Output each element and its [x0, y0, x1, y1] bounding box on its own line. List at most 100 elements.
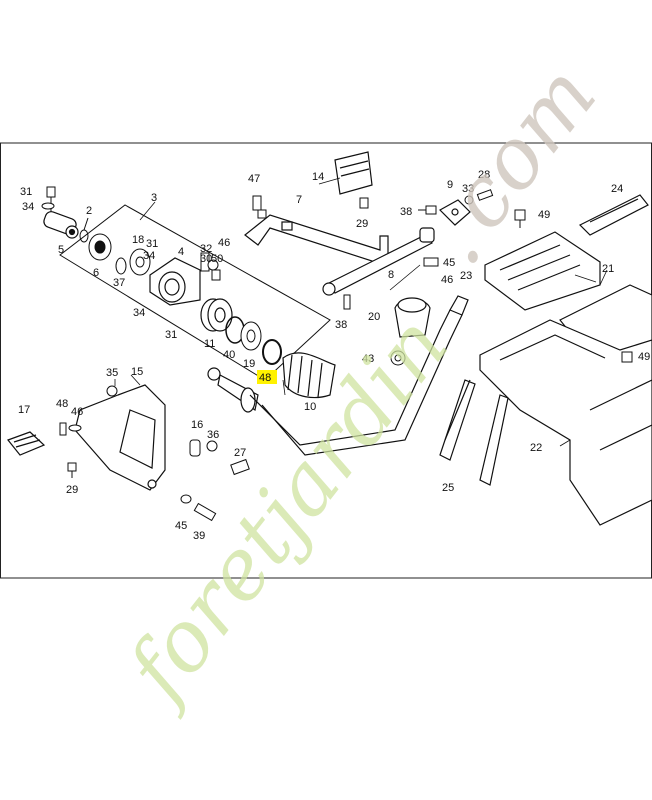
part-49-bolt-top [514, 209, 526, 228]
part-10-boot [282, 352, 336, 399]
callout-28: 28 [478, 169, 490, 181]
callout-35: 35 [106, 367, 118, 379]
callout-11: 11 [204, 338, 215, 350]
callout-46: 46 [71, 406, 83, 418]
part-50-screw [211, 269, 221, 281]
part-38-bolt-top [418, 205, 437, 215]
callout-31: 31 [165, 329, 177, 341]
callout-40: 40 [223, 349, 235, 361]
part-20-knob [394, 297, 431, 338]
part-14-plate [334, 151, 373, 195]
callout-29: 29 [356, 218, 368, 230]
callout-23: 23 [460, 270, 472, 282]
callout-16: 16 [191, 419, 203, 431]
callout-43: 43 [362, 353, 374, 365]
part-steering-shaft [207, 367, 259, 413]
callout-37: 37 [113, 277, 125, 289]
callout-10: 10 [304, 401, 316, 413]
part-25-strip [439, 379, 509, 486]
callout-6: 6 [93, 267, 99, 279]
callout-45: 45 [443, 257, 455, 269]
part-22-body [479, 319, 652, 526]
part-29-screw [359, 197, 369, 209]
callout-50: 50 [211, 253, 223, 265]
leader-lines [114, 177, 608, 447]
callout-14: 14 [312, 171, 324, 183]
part-48-circlip [262, 339, 282, 365]
part-24-grip [578, 194, 649, 236]
callout-21: 21 [602, 263, 614, 275]
callout-labels: 31 34 5 2 3 18 31 34 4 32 30 50 6 37 46 … [18, 169, 650, 542]
part-17-pedal [7, 431, 46, 456]
callout-8: 8 [388, 269, 394, 281]
part-15-bracket [74, 384, 166, 491]
callout-19: 19 [243, 358, 255, 370]
callout-20: 20 [368, 311, 380, 323]
steering-bar [249, 295, 469, 456]
callout-27: 27 [234, 447, 246, 459]
callout-5: 5 [58, 244, 64, 256]
callout-46: 46 [441, 274, 453, 286]
part-39-bolt [193, 502, 217, 522]
callout-49: 49 [638, 351, 650, 363]
callout-4: 4 [178, 246, 184, 258]
callout-31: 31 [20, 186, 32, 198]
callout-31: 31 [146, 238, 158, 250]
pinion-assembly-box [59, 204, 331, 381]
callout-9: 9 [447, 179, 453, 191]
part-45-clip [423, 257, 439, 267]
part-45-washer-bottom [180, 494, 192, 504]
callout-34: 34 [143, 250, 155, 262]
callout-30: 30 [200, 253, 212, 265]
part-46-washer [68, 424, 82, 432]
part-2-pin [79, 217, 89, 243]
callout-24: 24 [611, 183, 623, 195]
part-33-nut [464, 195, 474, 205]
highlight-48 [257, 370, 277, 384]
part-34-washer [41, 202, 55, 210]
callout-34: 34 [133, 307, 145, 319]
callout-33: 33 [462, 183, 474, 195]
callout-29: 29 [66, 484, 78, 496]
callout-17: 17 [18, 404, 30, 416]
callout-46: 46 [218, 237, 230, 249]
callout-49: 49 [538, 209, 550, 221]
part-49-bolt-right [621, 351, 633, 363]
part-37-collar [115, 257, 127, 275]
callout-7: 7 [296, 194, 302, 206]
part-7-bracket [244, 214, 389, 263]
callout-36: 36 [207, 429, 219, 441]
callout-2: 2 [86, 205, 92, 217]
callout-3: 3 [151, 192, 157, 204]
part-11-spline-gear [200, 298, 233, 332]
part-47-bolt [252, 195, 267, 219]
callout-22: 22 [530, 442, 542, 454]
part-43-nut [390, 350, 406, 366]
part-29-bolt-bottom [67, 462, 77, 478]
part-18-gear [129, 248, 151, 276]
part-9-bracket [439, 199, 471, 226]
callout-38: 38 [400, 206, 412, 218]
part-35-nut [106, 385, 118, 397]
part-6-bearing [88, 233, 112, 261]
part-38-pin [343, 294, 351, 310]
callout-48-highlighted: 48 [259, 372, 271, 384]
part-19-bearing [240, 321, 262, 351]
callout-15: 15 [131, 366, 143, 378]
callout-25: 25 [442, 482, 454, 494]
part-27-bolt [230, 458, 250, 476]
callout-18: 18 [132, 234, 144, 246]
part-16-collar [189, 439, 201, 457]
callout-32: 32 [200, 243, 212, 255]
part-4-gearbox-housing [149, 257, 201, 306]
callout-39: 39 [193, 530, 205, 542]
part-8-rod [322, 227, 435, 296]
callout-34: 34 [22, 201, 34, 213]
callout-47: 47 [248, 173, 260, 185]
part-36-washer [206, 440, 218, 452]
part-48-bolt [59, 422, 67, 436]
part-5-housing [43, 211, 79, 239]
callout-38: 38 [335, 319, 347, 331]
part-28-bolt [476, 189, 494, 201]
